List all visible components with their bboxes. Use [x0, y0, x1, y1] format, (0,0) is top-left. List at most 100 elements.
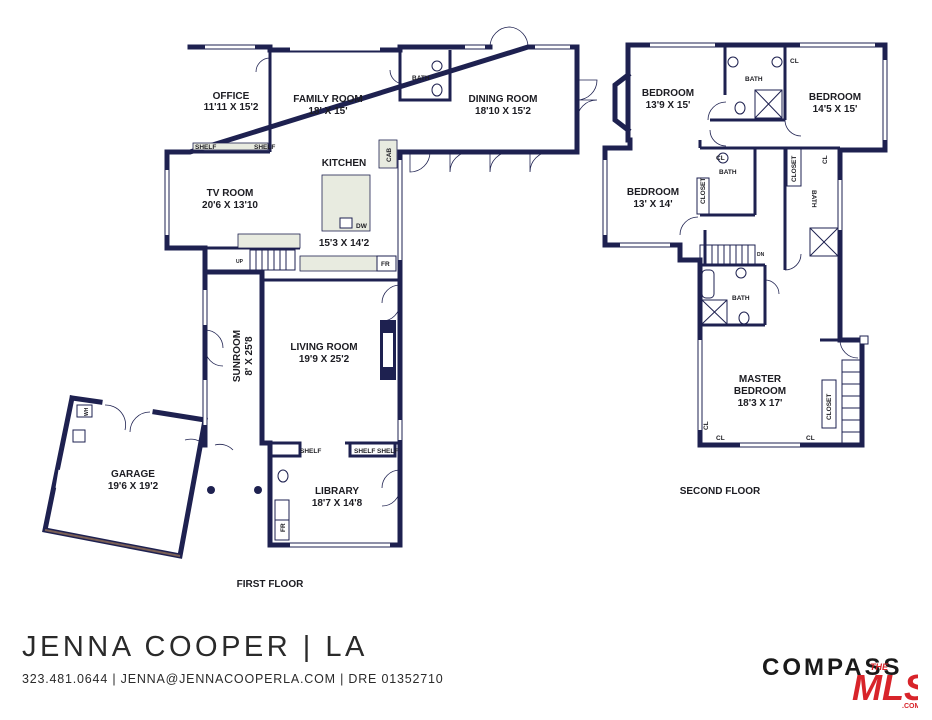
bedroom-2-name: BEDROOM: [809, 92, 861, 103]
column-right: [254, 486, 262, 494]
fridge-label: FR: [381, 261, 390, 268]
kitchen-peninsula: [237, 233, 301, 249]
sunroom-dims: 8' X 25'8: [244, 336, 255, 376]
sink-mid: [717, 152, 729, 164]
first-floor-outer-wall: [164, 44, 580, 548]
up-label: UP: [236, 259, 244, 265]
master-bedroom-name-2: BEDROOM: [734, 386, 786, 397]
master-bedroom-dims: 18'3 X 17': [738, 398, 783, 409]
library-cabinet: [274, 499, 290, 521]
shelf-label-office-left: SHELF: [195, 144, 216, 151]
office-dims: 11'11 X 15'2: [204, 102, 259, 113]
first-floor-label: FIRST FLOOR: [237, 579, 304, 590]
shelf-label-library-right: SHELF: [377, 448, 398, 455]
toilet-top: [734, 101, 746, 115]
agent-contact: 323.481.0644 | JENNA@JENNACOOPERLA.COM |…: [22, 672, 444, 686]
bedroom-3-name: BEDROOM: [627, 187, 679, 198]
living-room-dims: 19'9 X 25'2: [299, 354, 350, 365]
kitchen-dims: 15'3 X 14'2: [319, 238, 370, 249]
column-left: [207, 486, 215, 494]
bath-top-label: BATH: [745, 76, 763, 83]
floor-plan: OFFICE 11'11 X 15'2 FAMILY ROOM 18' X 15…: [42, 26, 888, 590]
library-dims: 18'7 X 14'8: [312, 498, 363, 509]
living-room-name: LIVING ROOM: [290, 342, 357, 353]
second-floor-windows: [603, 43, 887, 447]
svg-text:THE: THE: [870, 662, 889, 672]
exterior-stairs: [841, 359, 863, 446]
first-floor-plan: OFFICE 11'11 X 15'2 FAMILY ROOM 18' X 15…: [42, 26, 598, 590]
tv-room-name: TV ROOM: [207, 188, 254, 199]
sunroom-name: SUNROOM: [232, 330, 243, 382]
mls-logo: THE MLS .COM: [852, 662, 918, 710]
fridge: [376, 255, 397, 272]
tub-center: [701, 269, 715, 299]
bedroom-2-dims: 14'5 X 15': [813, 104, 858, 115]
bath-right-label: BATH: [810, 190, 817, 208]
garage-name: GARAGE: [111, 469, 155, 480]
second-floor-label: SECOND FLOOR: [680, 486, 761, 497]
toilet-center: [738, 311, 750, 325]
bath-mid-label: BATH: [719, 169, 737, 176]
compass-logo: COMPASS: [762, 654, 903, 681]
closet-label-master: CLOSET: [826, 394, 833, 420]
cab-label: CAB: [386, 148, 393, 162]
bay-window: [612, 71, 632, 134]
library-toilet: [277, 469, 289, 483]
second-floor-doors: [679, 101, 859, 359]
family-room-name: FAMILY ROOM: [293, 94, 362, 105]
closet-right: [786, 147, 802, 187]
shelf-label-library-mid: SHELF: [354, 448, 375, 455]
bedroom-1-dims: 13'9 X 15': [646, 100, 691, 111]
closet-master: [821, 379, 837, 429]
shelf-label-office-right: SHELF: [254, 144, 275, 151]
tv-room-dims: 20'6 X 13'10: [202, 200, 258, 211]
closet-bed3: [696, 177, 710, 215]
cl-label-master-left: CL: [703, 421, 710, 430]
svg-text:.COM: .COM: [902, 703, 918, 710]
cabinet: [378, 139, 398, 169]
cl-label-top: CL: [790, 58, 799, 65]
shower-top-x2: [754, 89, 783, 119]
library-name: LIBRARY: [315, 486, 359, 497]
closet-label-bed3: CLOSET: [700, 178, 707, 204]
agent-name: JENNA COOPER | LA: [22, 631, 368, 663]
bedroom-3-dims: 13' X 14': [633, 199, 672, 210]
cl-label-master-bottom: CL: [716, 435, 725, 442]
second-floor-stairs: [699, 244, 756, 266]
dn-label: DN: [757, 252, 765, 258]
first-floor-stairs: [249, 249, 296, 271]
first-floor-doors: [104, 26, 598, 507]
garage-dims: 19'6 X 19'2: [108, 481, 159, 492]
sink-top-left: [727, 56, 739, 68]
shower-center-x2: [701, 299, 728, 325]
cl-label-master-right: CL: [806, 435, 815, 442]
second-floor-interior-walls: [698, 45, 840, 342]
office-shelf: [192, 142, 269, 151]
water-heater: [76, 404, 93, 418]
sink-top-right: [771, 56, 783, 68]
fireplace-opening: [383, 333, 393, 367]
dining-room-name: DINING ROOM: [469, 94, 538, 105]
bath-center-label: BATH: [732, 295, 750, 302]
library-fridge-label: FR: [280, 523, 287, 532]
master-bedroom-name-1: MASTER: [739, 374, 782, 385]
library-fridge: [274, 519, 290, 541]
wh-label: WH: [84, 407, 90, 416]
kitchen-name: KITCHEN: [322, 158, 366, 169]
first-floor-windows: [55, 45, 570, 547]
bedroom-1-name: BEDROOM: [642, 88, 694, 99]
bath-sink: [431, 60, 443, 72]
bath-toilet: [431, 83, 443, 97]
family-room-dims: 18' X 15': [308, 106, 347, 117]
shelf-label-library-left: SHELF: [300, 448, 321, 455]
dining-room-dims: 18'10 X 15'2: [475, 106, 531, 117]
cl-label-mid: CL: [716, 155, 725, 162]
shower-right-x2: [809, 227, 839, 257]
dw-label: DW: [356, 223, 368, 230]
office-name: OFFICE: [213, 91, 250, 102]
closet-label-right: CLOSET: [791, 156, 798, 182]
library-shelf-right: [348, 441, 397, 458]
island-sink: [339, 217, 353, 229]
bath-label: BATH: [412, 75, 430, 82]
post: [859, 335, 869, 345]
